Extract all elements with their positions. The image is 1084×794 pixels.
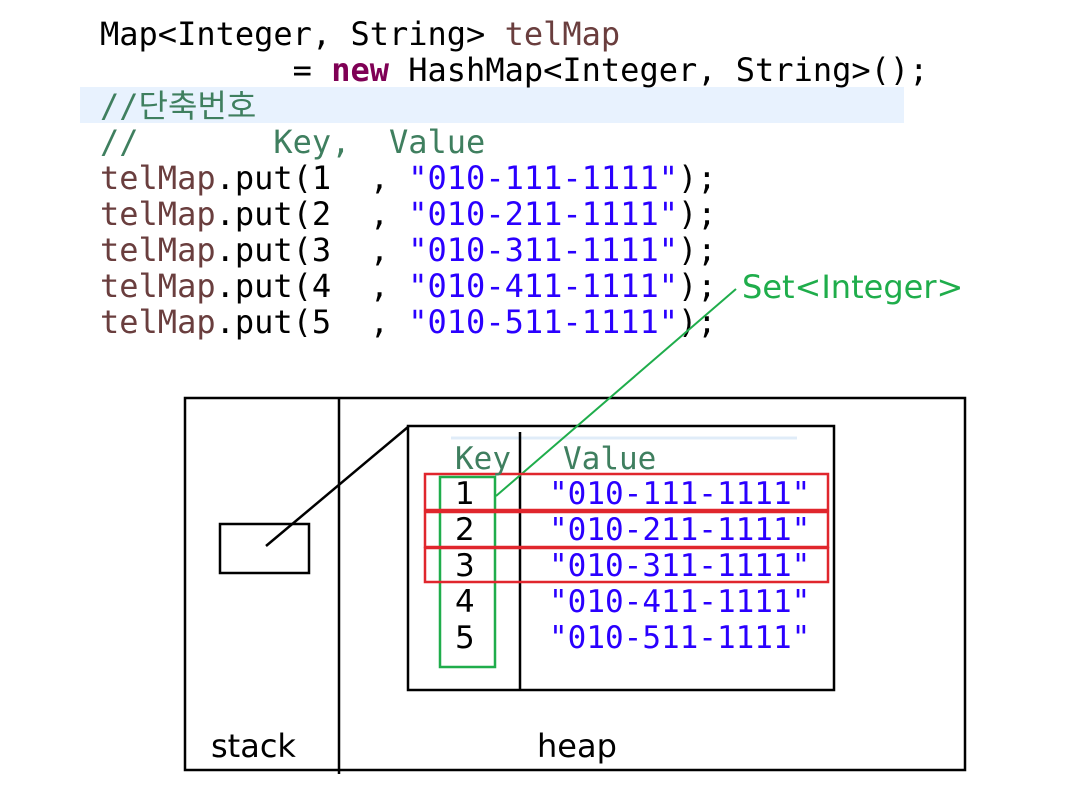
map-key: 2 xyxy=(455,512,475,548)
entry-highlight-3 xyxy=(423,546,830,584)
table-header-key: Key xyxy=(455,441,511,477)
code-string: "010-111-1111" xyxy=(408,159,678,197)
map-key: 5 xyxy=(455,620,475,656)
code-put-line: telMap.put(1 , "010-111-1111"); xyxy=(100,160,717,196)
code-variable: telMap xyxy=(100,267,216,305)
map-value: "010-411-1111" xyxy=(549,584,811,620)
code-variable: telMap xyxy=(100,303,216,341)
code-call: .put(2 , xyxy=(215,195,409,233)
code-keyword-new: new xyxy=(331,51,389,89)
code-put-line: telMap.put(4 , "010-411-1111"); xyxy=(100,268,717,304)
code-constructor: HashMap<Integer, String>(); xyxy=(388,51,929,89)
code-put-line: telMap.put(3 , "010-311-1111"); xyxy=(100,232,717,268)
stack-label: stack xyxy=(211,727,296,765)
reference-pointer-line xyxy=(265,426,409,547)
table-header-value: Value xyxy=(563,441,657,477)
code-variable: telMap xyxy=(100,159,216,197)
hashmap-object-box xyxy=(406,424,836,692)
code-line-map-declaration: Map<Integer, String> telMap xyxy=(100,16,620,52)
map-key: 3 xyxy=(455,548,475,584)
code-type: Map<Integer, String> xyxy=(100,15,505,53)
memory-box xyxy=(183,396,967,772)
keyset-box xyxy=(438,475,497,669)
map-value: "010-211-1111" xyxy=(549,512,811,548)
code-string: "010-511-1111" xyxy=(408,303,678,341)
heap-label: heap xyxy=(537,727,617,765)
keyset-pointer-line xyxy=(495,288,737,497)
code-variable: telMap xyxy=(100,231,216,269)
code-end: ); xyxy=(677,195,717,233)
current-line-highlight xyxy=(80,87,904,123)
code-comment-speed-dial: //단축번호 xyxy=(100,87,257,125)
map-key: 4 xyxy=(455,584,475,620)
map-key: 1 xyxy=(455,476,475,512)
code-variable: telMap xyxy=(504,15,621,53)
code-assign: = xyxy=(100,51,332,89)
code-call: .put(3 , xyxy=(215,231,409,269)
code-call: .put(4 , xyxy=(215,267,409,305)
code-variable: telMap xyxy=(100,195,216,233)
code-call: .put(1 , xyxy=(215,159,409,197)
code-put-line: telMap.put(5 , "010-511-1111"); xyxy=(100,304,717,340)
code-end: ); xyxy=(677,159,717,197)
stack-reference-box xyxy=(218,522,311,575)
code-put-line: telMap.put(2 , "010-211-1111"); xyxy=(100,196,717,232)
code-string: "010-211-1111" xyxy=(408,195,678,233)
code-string: "010-411-1111" xyxy=(408,267,678,305)
code-string: "010-311-1111" xyxy=(408,231,678,269)
map-value: "010-111-1111" xyxy=(549,476,811,512)
keyset-label: Set<Integer> xyxy=(742,268,964,306)
entry-highlight-1 xyxy=(423,472,830,512)
map-value: "010-511-1111" xyxy=(549,620,811,656)
code-end: ); xyxy=(677,267,717,305)
code-line-new-hashmap: = new HashMap<Integer, String>(); xyxy=(100,51,929,89)
map-value: "010-311-1111" xyxy=(549,548,811,584)
code-comment-key-value: // Key, Value xyxy=(100,123,486,161)
code-end: ); xyxy=(677,231,717,269)
code-call: .put(5 , xyxy=(215,303,409,341)
